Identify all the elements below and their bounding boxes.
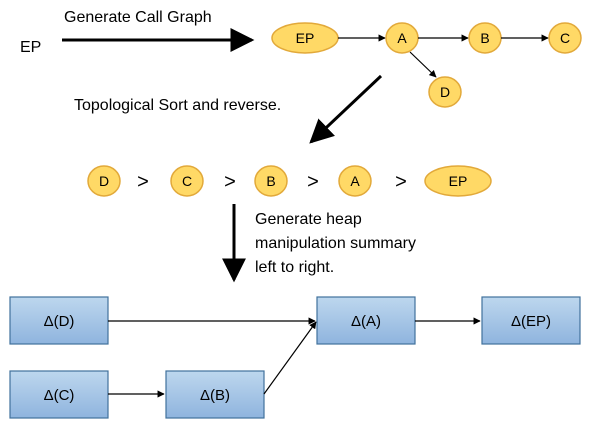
call-graph-node-c-label: C (560, 30, 570, 46)
call-graph-node-ep: EP (271, 22, 339, 54)
sorted-node-b: B (254, 165, 288, 197)
summary-box-c: Δ(C) (9, 370, 109, 419)
order-separator: > (137, 171, 149, 193)
order-separator: > (307, 171, 319, 193)
summary-box-ep: Δ(EP) (481, 296, 581, 345)
ep-source-label: EP (20, 39, 41, 56)
sorted-node-a-label: A (350, 173, 360, 189)
edge-delta-b-to-delta-a (263, 321, 317, 395)
sorted-node-ep-label: EP (449, 173, 468, 189)
generate-call-graph-caption: Generate Call Graph (64, 9, 212, 26)
call-graph-node-c: C (548, 22, 582, 54)
call-graph-node-a-label: A (397, 30, 407, 46)
summary-box-a: Δ(A) (316, 296, 416, 345)
summary-box-d: Δ(D) (9, 296, 109, 345)
summary-box-d-label: Δ(D) (44, 313, 75, 330)
sorted-node-ep: EP (424, 165, 492, 197)
sorted-node-d: D (87, 165, 121, 197)
sorted-node-b-label: B (266, 173, 275, 189)
topological-sort-arrow (309, 74, 383, 144)
sorted-node-c: C (170, 165, 204, 197)
generate-summary-caption-line-1: Generate heap (255, 211, 362, 228)
summary-box-c-label: Δ(C) (44, 387, 75, 404)
sorted-node-d-label: D (99, 173, 109, 189)
summary-box-b-label: Δ(B) (200, 387, 230, 404)
call-graph-node-d-label: D (440, 84, 450, 100)
sorted-node-c-label: C (182, 173, 192, 189)
call-graph-node-b-label: B (480, 30, 489, 46)
call-graph-node-a: A (385, 22, 419, 54)
call-graph-node-b: B (468, 22, 502, 54)
order-separator: > (395, 171, 407, 193)
generate-summary-caption-line-3: left to right. (255, 259, 334, 276)
topological-sort-caption: Topological Sort and reverse. (74, 97, 281, 114)
order-separator: > (224, 171, 236, 193)
call-graph-node-d: D (428, 76, 462, 108)
summary-box-a-label: Δ(A) (351, 313, 381, 330)
call-graph-node-ep-label: EP (296, 30, 315, 46)
summary-box-b: Δ(B) (165, 370, 265, 419)
summary-box-ep-label: Δ(EP) (511, 313, 551, 330)
sorted-node-a: A (338, 165, 372, 197)
edge-a-to-d (409, 51, 437, 78)
generate-summary-caption-line-2: manipulation summary (255, 235, 416, 252)
